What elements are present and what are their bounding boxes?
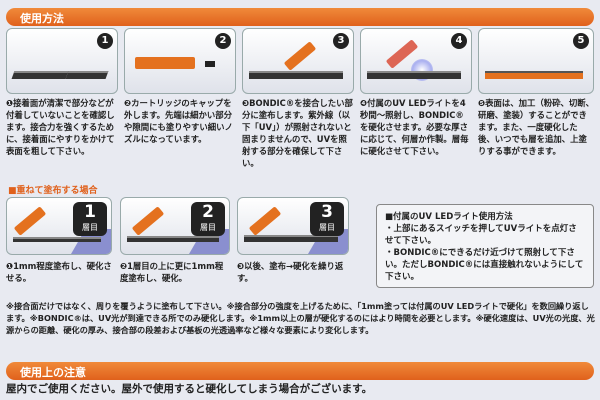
step-number: 3 xyxy=(333,33,349,49)
step-number: 2 xyxy=(215,33,231,49)
step-2-text: ❷カートリッジのキャップを外します。先端は細かい部分や隙間にも塗りやすい細いノズ… xyxy=(124,98,233,144)
step-number: 5 xyxy=(573,33,589,49)
step-number: 4 xyxy=(451,33,467,49)
layer-1-text: ❶1mm程度塗布し、硬化させる。 xyxy=(6,261,112,283)
layer-2-text: ❷1層目の上に更に1mm程度塗布し、硬化。 xyxy=(120,261,224,283)
uv-info-title: ■付属のUV LEDライト使用方法 xyxy=(385,212,513,222)
step-1-image: 1 xyxy=(6,28,118,94)
step-1-text: ❶接着面が清潔で部分などが付着していないことを確認します。接合力を強くするために… xyxy=(6,98,115,156)
layering-title: ■重ねて塗布する場合 xyxy=(8,186,98,196)
uv-info-item: ・上部にあるスイッチを押してUVライトを点灯させて下さい。 xyxy=(385,224,577,246)
step-4-image: 4 xyxy=(360,28,472,94)
section-header-caution: 使用上の注意 xyxy=(6,362,594,380)
uv-light-info-box: ■付属のUV LEDライト使用方法 ・上部にあるスイッチを押してUVライトを点灯… xyxy=(376,204,594,288)
notes: ※接合面だけではなく、周りを覆うように塗布して下さい。※接合部分の強度を上げるた… xyxy=(6,301,595,335)
layer-3-text: ❸以後、塗布→硬化を繰り返す。 xyxy=(237,261,344,283)
step-5-text: ❺表面は、加工（粉砕、切断、研磨、塗装）することができます。また、一度硬化した後… xyxy=(478,98,594,156)
uv-info-item: ・BONDIC®にできるだけ近づけて照射して下さい。ただしBONDIC®には直接… xyxy=(385,248,584,282)
step-3-text: ❸BONDIC®を接合したい部分に塗布します。紫外線（以下「UV」）が照射されな… xyxy=(242,98,353,168)
step-4-text: ❹付属のUV LEDライトを4秒間～照射し、BONDIC®を硬化させます。必要な… xyxy=(360,98,469,156)
step-2-image: 2 xyxy=(124,28,236,94)
step-5-image: 5 xyxy=(478,28,594,94)
step-3-image: 3 xyxy=(242,28,354,94)
step-number: 1 xyxy=(97,33,113,49)
section-header-usage: 使用方法 xyxy=(6,8,594,26)
caution-text: 屋内でご使用ください。屋外で使用すると硬化してしまう場合がございます。 xyxy=(6,383,373,395)
